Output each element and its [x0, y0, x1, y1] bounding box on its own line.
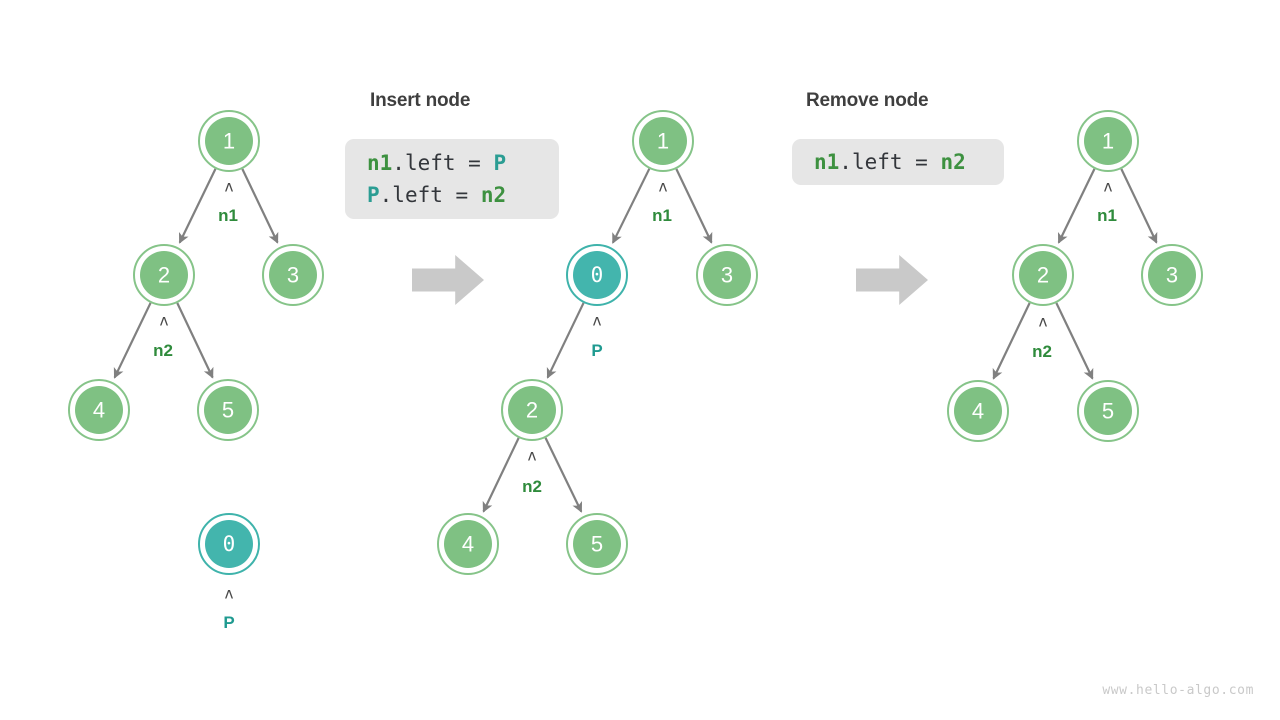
tree-edges-layer [113, 168, 1158, 513]
tree-edge [482, 437, 520, 513]
tree-edge [1057, 168, 1096, 244]
tree-node-value: 0 [223, 532, 236, 556]
tree-edge [176, 302, 214, 379]
pointer-label: n2 [153, 341, 173, 360]
transition-arrow-insert [412, 255, 484, 305]
tree-node-value: 2 [1037, 263, 1049, 288]
tree-node[interactable]: 5 [1077, 380, 1139, 442]
tree-node[interactable]: 5 [197, 379, 259, 441]
code-token: .left = [379, 183, 481, 207]
tree-edge [113, 302, 152, 379]
tree-node-value: 4 [462, 532, 474, 557]
tree-node-value: 4 [93, 398, 105, 423]
tree-edge [1055, 302, 1094, 380]
tree-edge [1120, 168, 1158, 244]
pointer-label: n1 [652, 206, 672, 225]
transition-arrow-remove [856, 255, 928, 305]
tree-node[interactable]: 0 [566, 244, 628, 306]
tree-nodes-layer: 1 2 3 4 5 0 1 0 3 2 4 5 1 2 3 4 5 [68, 110, 1203, 575]
pointer-caret-icon: ʌ [224, 584, 234, 603]
code-box-remove: n1.left = n2 [792, 139, 1004, 185]
tree-edge [992, 302, 1031, 380]
pointer-caret-icon: ʌ [1038, 312, 1048, 331]
tree-node[interactable]: 4 [947, 380, 1009, 442]
pointer-caret-icon: ʌ [159, 311, 169, 330]
tree-node-value: 0 [591, 263, 604, 287]
tree-node-value: 1 [657, 129, 669, 154]
tree-node[interactable]: 1 [198, 110, 260, 172]
tree-node-value: 4 [972, 399, 984, 424]
tree-node[interactable]: 1 [1077, 110, 1139, 172]
pointer-label: n2 [522, 477, 542, 496]
tree-node[interactable]: 4 [68, 379, 130, 441]
tree-node[interactable]: 2 [133, 244, 195, 306]
tree-edge [611, 168, 651, 244]
panel-title-remove: Remove node [806, 90, 929, 111]
tree-node[interactable]: 0 [198, 513, 260, 575]
code-token: .left = [839, 150, 941, 174]
tree-node-value: 2 [526, 398, 538, 423]
tree-edge [546, 302, 585, 379]
tree-node[interactable]: 2 [501, 379, 563, 441]
pointer-label: n2 [1032, 342, 1052, 361]
code-token: P [367, 183, 380, 207]
tree-node[interactable]: 5 [566, 513, 628, 575]
tree-node-value: 2 [158, 263, 170, 288]
code-line: P.left = n2 [367, 179, 537, 211]
tree-node[interactable]: 4 [437, 513, 499, 575]
tree-edge [178, 168, 217, 244]
tree-node-value: 3 [1166, 263, 1178, 288]
tree-edge [241, 168, 279, 244]
tree-node-value: 5 [1102, 399, 1114, 424]
tree-node[interactable]: 3 [1141, 244, 1203, 306]
code-line: n1.left = n2 [814, 146, 982, 178]
panel-title-insert: Insert node [370, 90, 471, 111]
pointer-label: n1 [1097, 206, 1117, 225]
code-token: n1 [367, 151, 393, 175]
code-token: n1 [814, 150, 840, 174]
tree-node-value: 1 [1102, 129, 1114, 154]
tree-node-value: 5 [222, 398, 234, 423]
tree-node[interactable]: 3 [262, 244, 324, 306]
code-token: P [493, 151, 507, 175]
pointer-caret-icon: ʌ [1103, 177, 1113, 196]
tree-node-value: 5 [591, 532, 603, 557]
code-token: .left = [392, 151, 494, 175]
pointer-label: n1 [218, 206, 238, 225]
tree-node[interactable]: 3 [696, 244, 758, 306]
pointer-caret-icon: ʌ [592, 311, 602, 330]
pointer-label: P [591, 341, 603, 360]
tree-node-value: 3 [721, 263, 733, 288]
watermark: www.hello-algo.com [1102, 683, 1254, 698]
pointer-caret-icon: ʌ [658, 177, 668, 196]
transition-arrows-layer [412, 255, 928, 305]
tree-edge [675, 168, 713, 244]
pointer-caret-icon: ʌ [527, 446, 537, 465]
pointer-label: P [223, 613, 235, 632]
tree-node[interactable]: 2 [1012, 244, 1074, 306]
pointer-caret-icon: ʌ [224, 177, 234, 196]
tree-node-value: 1 [223, 129, 235, 154]
code-line: n1.left = P [367, 147, 537, 179]
code-token: n2 [940, 150, 966, 174]
tree-edge [544, 437, 583, 513]
tree-node[interactable]: 1 [632, 110, 694, 172]
tree-node-value: 3 [287, 263, 299, 288]
code-token: n2 [480, 183, 507, 207]
